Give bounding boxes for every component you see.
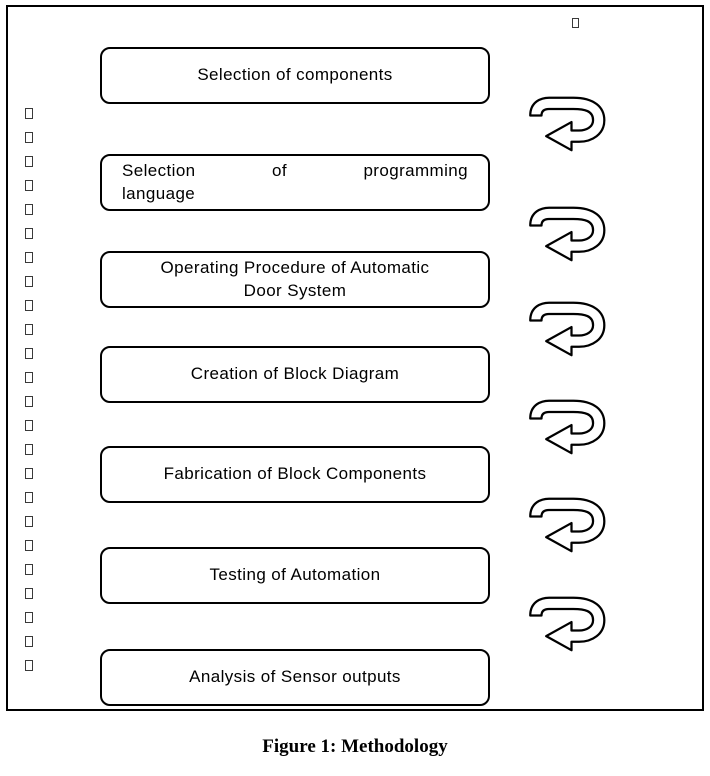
- tofu-glyph: [25, 180, 33, 191]
- flow-step-analysis-of-sensor-outputs: Analysis of Sensor outputs: [100, 649, 490, 706]
- curved-arrow-icon: [529, 301, 606, 357]
- tofu-glyph: [25, 204, 33, 215]
- tofu-glyph: [25, 372, 33, 383]
- flow-step-label: Selection of components: [197, 65, 393, 85]
- tofu-glyph: [25, 492, 33, 503]
- tofu-glyph: [25, 132, 33, 143]
- tofu-glyph: [25, 108, 33, 119]
- tofu-glyph: [25, 276, 33, 287]
- flow-step-label: Analysis of Sensor outputs: [189, 667, 401, 687]
- tofu-glyph: [25, 636, 33, 647]
- tofu-glyph: [25, 228, 33, 239]
- tofu-glyph: [25, 588, 33, 599]
- flow-step-label: Operating Procedure of Automatic: [160, 258, 430, 278]
- curved-arrow-icon: [529, 96, 606, 152]
- flow-step-label: Selection of programming: [122, 161, 468, 181]
- flow-step-selection-of-components: Selection of components: [100, 47, 490, 104]
- tofu-glyph: [25, 468, 33, 479]
- flow-step-label: language: [122, 183, 196, 203]
- flow-step-label: Creation of Block Diagram: [190, 364, 400, 384]
- tofu-glyph: [25, 396, 33, 407]
- flow-step-creation-of-block-diagram: Creation of Block Diagram: [100, 346, 490, 403]
- tofu-glyph: [25, 564, 33, 575]
- tofu-glyph: [25, 324, 33, 335]
- curved-arrow-icon: [529, 596, 606, 652]
- flow-step-label: Testing of Automation: [209, 565, 381, 585]
- tofu-glyph: [25, 348, 33, 359]
- flow-step-label: Fabrication of Block Components: [163, 464, 427, 484]
- tofu-glyph: [25, 420, 33, 431]
- tofu-glyph: [25, 252, 33, 263]
- tofu-glyph: [572, 18, 579, 28]
- curved-arrow-icon: [529, 399, 606, 455]
- tofu-glyph: [25, 156, 33, 167]
- flow-step-testing-of-automation: Testing of Automation: [100, 547, 490, 604]
- flow-step-selection-of-programming-language: Selection of programming language: [100, 154, 490, 211]
- tofu-glyph: [25, 540, 33, 551]
- flow-step-operating-procedure: Operating Procedure of Automatic Door Sy…: [100, 251, 490, 308]
- curved-arrow-icon: [529, 497, 606, 553]
- figure-caption: Figure 1: Methodology: [262, 736, 448, 757]
- tofu-glyph: [25, 444, 33, 455]
- figure-border-frame: Selection of components Selection of pro…: [6, 5, 704, 711]
- curved-arrow-icon: [529, 206, 606, 262]
- placeholder-glyph-column: [25, 108, 33, 671]
- flow-step-fabrication-of-block-components: Fabrication of Block Components: [100, 446, 490, 503]
- tofu-glyph: [25, 516, 33, 527]
- flow-step-label: Door System: [243, 280, 347, 300]
- tofu-glyph: [25, 660, 33, 671]
- tofu-glyph: [25, 612, 33, 623]
- tofu-glyph: [25, 300, 33, 311]
